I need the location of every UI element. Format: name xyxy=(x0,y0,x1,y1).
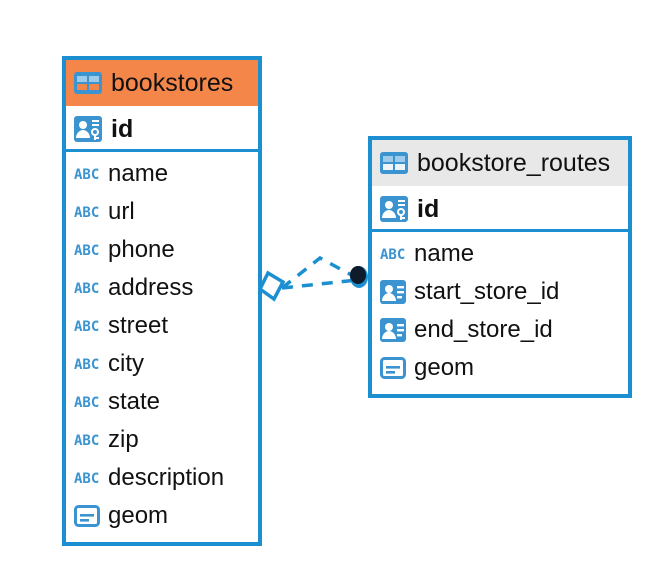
entity-header-bookstores[interactable]: bookstores xyxy=(66,60,258,106)
abc-text-icon: ABC xyxy=(74,243,99,258)
entity-title: bookstore_routes xyxy=(417,148,611,177)
primary-key-icon xyxy=(74,116,102,142)
geometry-icon xyxy=(74,505,100,527)
svg-text:ABC: ABC xyxy=(380,247,405,262)
svg-text:ABC: ABC xyxy=(74,205,99,220)
field-list-bookstores: ABC name ABC url ABC phone ABC xyxy=(66,152,258,539)
entity-bookstore-routes[interactable]: bookstore_routes id ABC name xyxy=(368,136,632,398)
diamond-icon xyxy=(257,270,286,302)
field-label: id xyxy=(111,114,134,143)
abc-text-icon: ABC xyxy=(74,319,99,334)
field-label: phone xyxy=(108,236,175,263)
field-label: state xyxy=(108,388,161,415)
field-label: geom xyxy=(108,502,169,529)
field-row-phone[interactable]: ABC phone xyxy=(66,231,258,269)
entity-header-bookstore-routes[interactable]: bookstore_routes xyxy=(372,140,628,186)
field-row-url[interactable]: ABC url xyxy=(66,193,258,231)
table-grid-icon xyxy=(74,72,102,94)
svg-text:ABC: ABC xyxy=(74,319,99,334)
relationship-line-upper xyxy=(280,255,358,290)
field-label: street xyxy=(108,312,169,339)
field-row-end-store-id[interactable]: end_store_id xyxy=(372,311,628,349)
svg-text:ABC: ABC xyxy=(74,167,99,182)
svg-text:ABC: ABC xyxy=(74,243,99,258)
field-label: zip xyxy=(108,426,139,453)
foreign-key-icon xyxy=(380,318,406,342)
field-row-address[interactable]: ABC address xyxy=(66,269,258,307)
field-label: description xyxy=(108,464,225,491)
svg-text:ABC: ABC xyxy=(74,395,99,410)
field-label: name xyxy=(414,240,475,267)
geometry-icon xyxy=(380,357,406,379)
field-label: name xyxy=(108,160,169,187)
abc-text-icon: ABC xyxy=(74,281,99,296)
field-row-name[interactable]: ABC name xyxy=(66,155,258,193)
field-row-id[interactable]: id xyxy=(372,186,628,232)
abc-text-icon: ABC xyxy=(74,167,99,182)
field-label: id xyxy=(417,194,440,223)
field-label: end_store_id xyxy=(414,316,553,343)
abc-text-icon: ABC xyxy=(74,395,99,410)
field-row-name[interactable]: ABC name xyxy=(372,235,628,273)
entity-bookstores[interactable]: bookstores id ABC name xyxy=(62,56,262,546)
field-row-id[interactable]: id xyxy=(66,106,258,152)
svg-text:ABC: ABC xyxy=(74,471,99,486)
field-row-city[interactable]: ABC city xyxy=(66,345,258,383)
abc-text-icon: ABC xyxy=(74,471,99,486)
field-row-street[interactable]: ABC street xyxy=(66,307,258,345)
abc-text-icon: ABC xyxy=(74,357,99,372)
abc-text-icon: ABC xyxy=(74,205,99,220)
field-list-bookstore-routes: ABC name start_store_id xyxy=(372,232,628,391)
foreign-key-icon xyxy=(380,280,406,304)
filled-circle-icon xyxy=(350,266,368,288)
abc-text-icon: ABC xyxy=(380,247,405,262)
field-row-state[interactable]: ABC state xyxy=(66,383,258,421)
relationship-line-lower xyxy=(281,278,358,290)
svg-text:ABC: ABC xyxy=(74,281,99,296)
field-label: url xyxy=(108,198,135,225)
entity-title: bookstores xyxy=(111,68,234,97)
field-row-description[interactable]: ABC description xyxy=(66,459,258,497)
field-row-zip[interactable]: ABC zip xyxy=(66,421,258,459)
table-grid-icon xyxy=(380,152,408,174)
field-row-geom[interactable]: geom xyxy=(66,497,258,535)
field-label: address xyxy=(108,274,194,301)
field-label: start_store_id xyxy=(414,278,560,305)
field-row-geom[interactable]: geom xyxy=(372,349,628,387)
abc-text-icon: ABC xyxy=(74,433,99,448)
primary-key-icon xyxy=(380,196,408,222)
field-label: geom xyxy=(414,354,475,381)
field-row-start-store-id[interactable]: start_store_id xyxy=(372,273,628,311)
svg-text:ABC: ABC xyxy=(74,357,99,372)
svg-text:ABC: ABC xyxy=(74,433,99,448)
field-label: city xyxy=(108,350,144,377)
